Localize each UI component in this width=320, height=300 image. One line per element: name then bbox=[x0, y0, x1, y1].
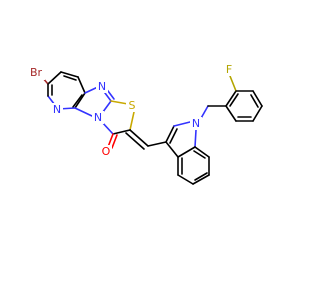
o-carbonyl-atom: O bbox=[100, 145, 112, 158]
s-thiazole-label: S bbox=[129, 99, 136, 112]
atom-labels: Br N N N S O N bbox=[27, 63, 235, 158]
n-imidazole-bridge-atom: N bbox=[92, 111, 104, 124]
f-benzyl-atom: F bbox=[223, 63, 235, 76]
n-imidazole-top-label: N bbox=[98, 80, 106, 93]
n-pyridine-label: N bbox=[53, 103, 61, 116]
bonds bbox=[41, 71, 263, 185]
molecule-diagram: Br N N N S O N bbox=[27, 63, 263, 185]
n-pyridine-atom: N bbox=[51, 103, 63, 116]
s-thiazole-atom: S bbox=[126, 99, 138, 112]
n-indole-label: N bbox=[192, 117, 200, 130]
f-benzyl-label: F bbox=[226, 63, 232, 76]
n-imidazole-bridge-label: N bbox=[94, 111, 102, 124]
molecule-structure: Br N N N S O N bbox=[27, 63, 263, 185]
br-label: Br bbox=[30, 66, 43, 79]
br-atom: Br bbox=[27, 66, 45, 80]
o-carbonyl-label: O bbox=[102, 145, 111, 158]
n-imidazole-top-atom: N bbox=[96, 80, 108, 93]
n-indole-atom: N bbox=[190, 117, 202, 130]
